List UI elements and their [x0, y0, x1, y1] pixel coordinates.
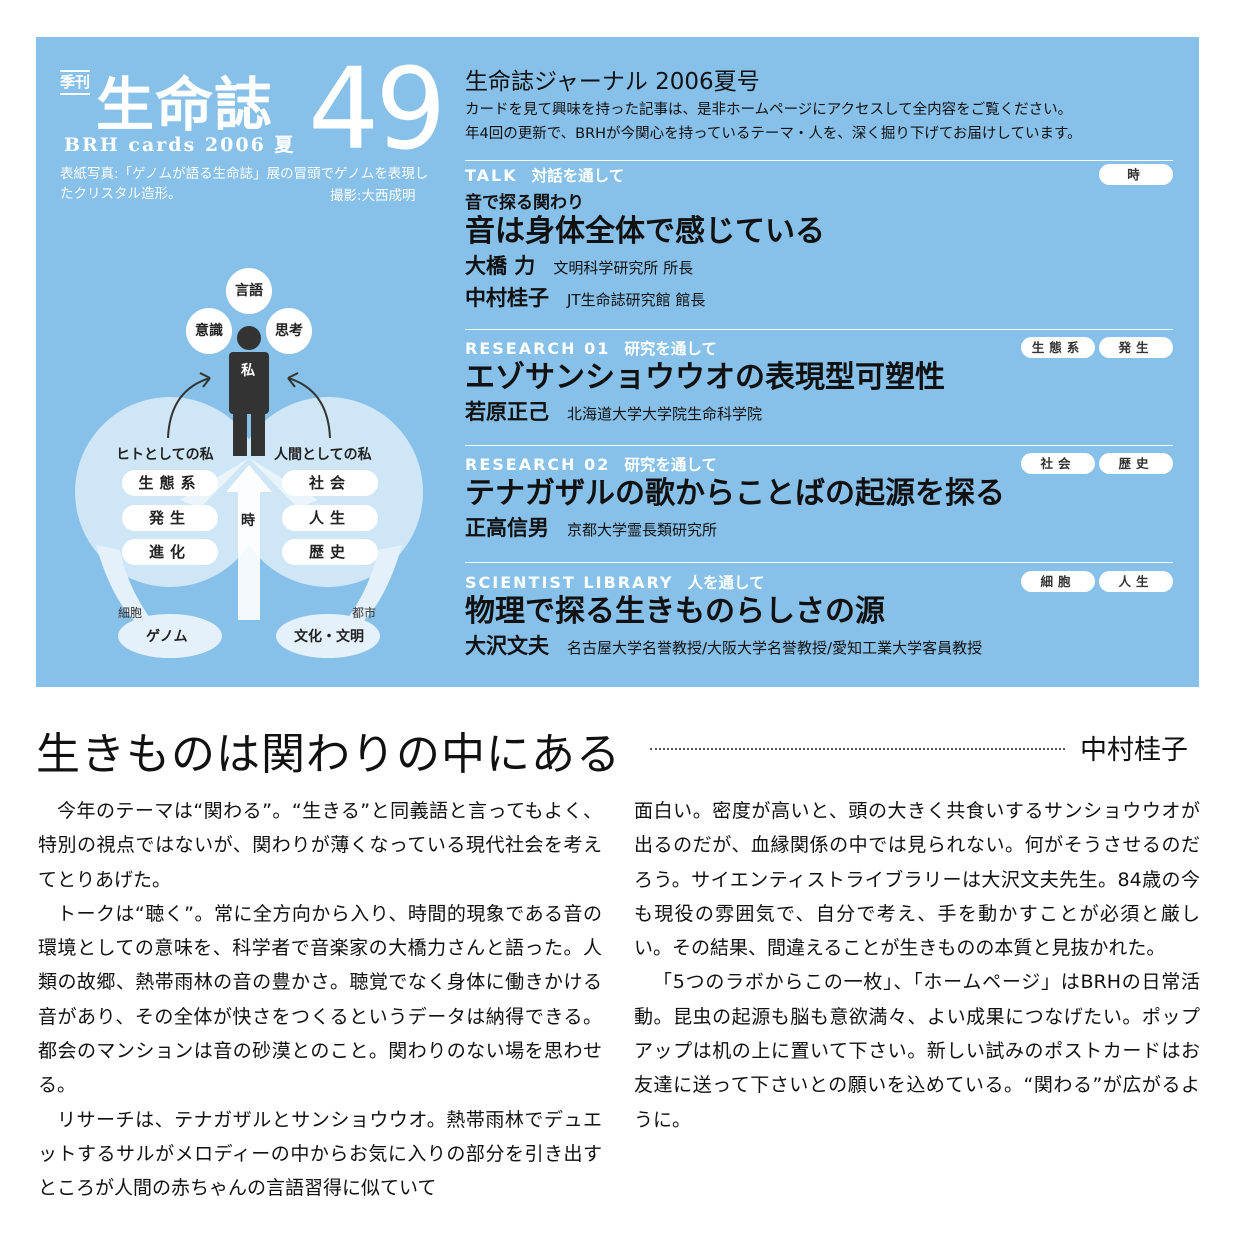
masthead-title: 生命誌: [96, 71, 274, 139]
label-city: 都市: [352, 606, 377, 620]
person-name: 正高信男: [465, 516, 549, 540]
section-scientist-library: SCIENTIST LIBRARY 人を通して 細胞 人生 物理で探る生きものらし…: [465, 571, 1173, 663]
bubble-thought: 思考: [266, 308, 312, 354]
bubble-consciousness: 意識: [186, 308, 232, 354]
tag: 歴史: [1099, 453, 1173, 474]
masthead-kanki: 季刊: [60, 70, 90, 95]
tag: 生態系: [1021, 337, 1095, 358]
left-label: ヒトとしての私: [116, 447, 214, 463]
essay-column-right: 面白い。密度が高いと、頭の大きく共食いするサンショウウオが出るのだが、血縁関係の…: [634, 794, 1200, 1137]
section-title: エゾサンショウウオの表現型可塑性: [465, 360, 945, 395]
journal-title: 生命誌ジャーナル 2006夏号: [465, 69, 760, 95]
tag-list: 時: [1099, 164, 1173, 185]
essay-paragraph: 面白い。密度が高いと、頭の大きく共食いするサンショウウオが出るのだが、血縁関係の…: [634, 800, 1200, 960]
section-talk: TALK 対話を通して 時 音で探る関わり 音は身体全体で感じている 大橋 力文明…: [465, 164, 1173, 315]
tag: 発生: [1099, 337, 1173, 358]
tag-list: 細胞 人生: [1021, 571, 1173, 592]
section-head-en: TALK: [465, 166, 518, 185]
section-title: 音は身体全体で感じている: [465, 214, 825, 249]
person-name: 大橋 力: [465, 254, 536, 278]
section-head-jp: 研究を通して: [624, 456, 717, 474]
dotted-leader: [650, 748, 1065, 750]
section-kicker: 音で探る関わり: [465, 193, 584, 213]
diagram-shapes: [75, 326, 423, 658]
time-arrow: [226, 465, 272, 620]
person-affiliation: JT生命誌研究館 館長: [567, 291, 706, 309]
essay-paragraph: トークは“聴く”。常に全方向から入り、時間的現象である音の環境としての意味を、科…: [38, 902, 602, 1097]
divider: [465, 445, 1173, 446]
pill-society: 社会: [282, 470, 378, 496]
intro-line: 年4回の更新で、BRHが今関心を持っているテーマ・人を、深く掘り下げてお届けして…: [465, 126, 1082, 142]
person-name: 若原正己: [465, 400, 549, 424]
person: 中村桂子 JT生命誌研究館 館長: [465, 283, 1173, 315]
person: 若原正己北海道大学大学院生命科学院: [465, 397, 1173, 429]
section-head-jp: 対話を通して: [531, 167, 625, 185]
section-title: 物理で探る生きものらしさの源: [465, 594, 885, 629]
divider: [465, 562, 1173, 563]
right-label: 人間としての私: [274, 447, 372, 463]
axis-time: 時: [241, 513, 255, 529]
pill-life: 人生: [282, 505, 378, 531]
genome-disc: [118, 614, 222, 658]
pill-history: 歴史: [282, 539, 378, 565]
masthead-subtitle: BRH cards 2006 夏: [64, 134, 296, 156]
section-head: SCIENTIST LIBRARY 人を通して: [465, 571, 1173, 593]
section-head-en: RESEARCH 01: [465, 339, 611, 358]
section-head: RESEARCH 01 研究を通して: [465, 337, 1173, 359]
person-name: 中村桂子: [465, 286, 549, 310]
person-affiliation: 京都大学霊長類研究所: [567, 521, 718, 539]
label-culture: 文化・文明: [294, 629, 364, 645]
photo-credit: 撮影:大西成明: [330, 188, 416, 204]
person-name: 大沢文夫: [465, 634, 549, 658]
pill-development: 発生: [122, 505, 218, 531]
tag: 細胞: [1021, 571, 1095, 592]
essay-column-left: 今年のテーマは“関わる”。“生きる”と同義語と言ってもよく、特別の視点ではないが…: [38, 794, 602, 1206]
pill-evolution: 進化: [122, 539, 218, 565]
intro-line: カードを見て興味を持った記事は、是非ホームページにアクセスして全内容をご覧くださ…: [465, 102, 1073, 118]
section-title: テナガザルの歌からことばの起源を探る: [465, 476, 1005, 511]
pill-ecosystem: 生態系: [122, 470, 218, 496]
person-affiliation: 北海道大学大学院生命科学院: [567, 405, 763, 423]
section-research-02: RESEARCH 02 研究を通して 社会 歴史 テナガザルの歌からことばの起源を…: [465, 453, 1173, 545]
person-figure: [229, 326, 269, 456]
person: 正高信男京都大学霊長類研究所: [465, 513, 1173, 545]
issue-number: 49: [308, 45, 447, 175]
tag-list: 社会 歴史: [1021, 453, 1173, 474]
essay-paragraph: 「5つのラボからこの一枚」、「ホームページ」はBRHの日常活動。昆虫の起源も脳も…: [634, 971, 1200, 1131]
culture-disc: [276, 614, 380, 658]
tag: 社会: [1021, 453, 1095, 474]
section-research-01: RESEARCH 01 研究を通して 生態系 発生 エゾサンショウウオの表現型可塑…: [465, 337, 1173, 429]
essay-author: 中村桂子: [1080, 735, 1188, 766]
section-head-en: SCIENTIST LIBRARY: [465, 573, 674, 592]
person: 大沢文夫名古屋大学名誉教授/大阪大学名誉教授/愛知工業大学客員教授: [465, 631, 1173, 663]
center-self: 私: [241, 363, 255, 379]
bubble-language: 言語: [226, 268, 272, 314]
person-affiliation: 名古屋大学名誉教授/大阪大学名誉教授/愛知工業大学客員教授: [567, 639, 983, 657]
tag-list: 生態系 発生: [1021, 337, 1173, 358]
journal-intro: カードを見て興味を持った記事は、是非ホームページにアクセスして全内容をご覧くださ…: [465, 98, 1082, 146]
concept-diagram: 言語 意識 思考 私 ヒトとしての私 人間としての私 生態系 発生 進化 社会 …: [60, 260, 440, 680]
section-head: RESEARCH 02 研究を通して: [465, 453, 1173, 475]
section-head-jp: 人を通して: [687, 574, 765, 592]
masthead: 季刊 生命誌 BRH cards 2006 夏 49: [60, 54, 450, 166]
tag: 人生: [1099, 571, 1173, 592]
section-head-jp: 研究を通して: [624, 340, 717, 358]
section-head-en: RESEARCH 02: [465, 455, 611, 474]
cover-note: 表紙写真:「ゲノムが語る生命誌」展の冒頭でゲノムを表現したクリスタル造形。: [60, 166, 429, 202]
divider: [465, 160, 1173, 161]
essay-paragraph: リサーチは、テナガザルとサンショウウオ。熱帯雨林でデュエットするサルがメロディー…: [38, 1108, 602, 1200]
section-head: TALK 対話を通して: [465, 164, 1173, 186]
essay-paragraph: 今年のテーマは“関わる”。“生きる”と同義語と言ってもよく、特別の視点ではないが…: [38, 800, 602, 891]
person-affiliation: 文明科学研究所 所長: [553, 259, 694, 277]
person: 大橋 力文明科学研究所 所長: [465, 251, 1173, 283]
divider: [465, 329, 1173, 330]
label-genome: ゲノム: [146, 629, 188, 645]
label-cell: 細胞: [118, 606, 143, 620]
essay-title: 生きものは関わりの中にある: [36, 729, 621, 780]
tag: 時: [1099, 164, 1173, 185]
